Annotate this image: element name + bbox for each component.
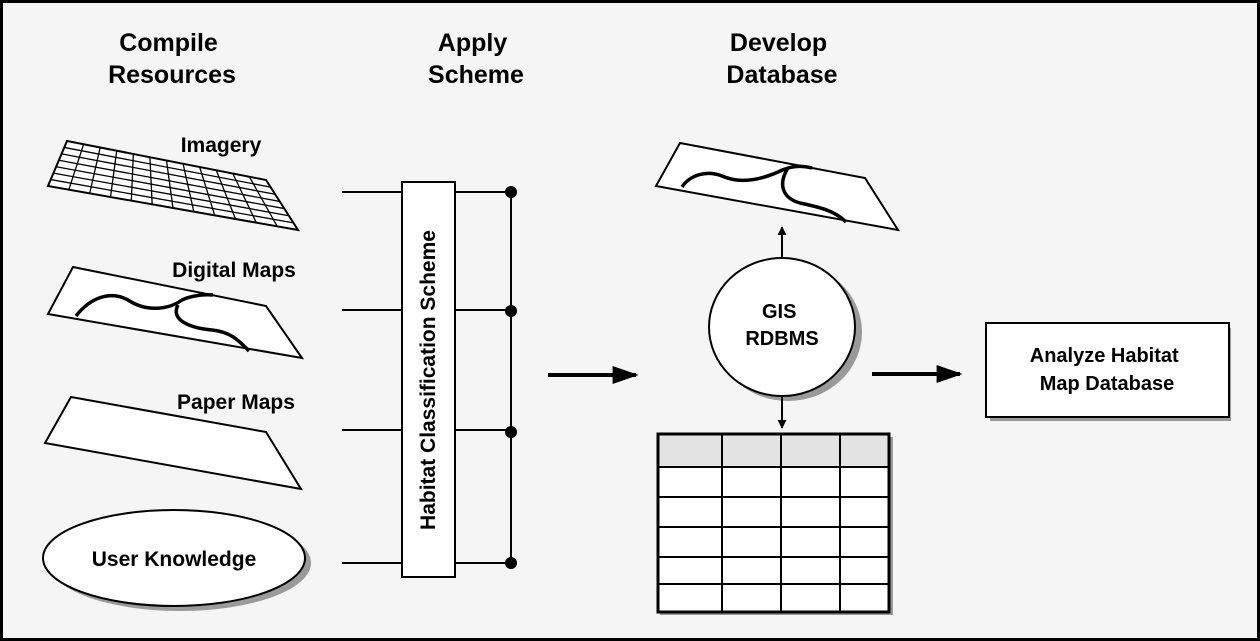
junction-dots bbox=[505, 186, 517, 569]
classification-scheme-box bbox=[401, 181, 456, 578]
analyze-habitat-label: Analyze Habitat Map Database bbox=[1030, 345, 1185, 395]
source-label-paper-maps: Paper Maps bbox=[177, 391, 295, 414]
user-knowledge-ellipse bbox=[42, 509, 311, 611]
gis-output-map-icon bbox=[654, 141, 901, 232]
header-compile-resources: Compile Resources bbox=[108, 29, 236, 89]
imagery-grid-icon bbox=[46, 139, 301, 232]
paper-map-icon bbox=[43, 395, 304, 491]
gis-rdbms-label: GIS RDBMS bbox=[745, 301, 818, 350]
gis-rdbms-node bbox=[708, 257, 862, 401]
header-develop-database: Develop Database bbox=[726, 29, 837, 89]
classification-scheme-label: Habitat Classification Scheme bbox=[417, 230, 440, 530]
attribute-table-icon bbox=[656, 432, 893, 615]
digital-map-icon bbox=[46, 265, 305, 360]
analyze-habitat-box bbox=[985, 322, 1231, 421]
source-label-digital-maps: Digital Maps bbox=[172, 259, 296, 282]
source-label-imagery: Imagery bbox=[181, 134, 262, 157]
source-label-user-knowledge: User Knowledge bbox=[92, 548, 257, 571]
header-apply-scheme: Apply Scheme bbox=[428, 29, 524, 89]
